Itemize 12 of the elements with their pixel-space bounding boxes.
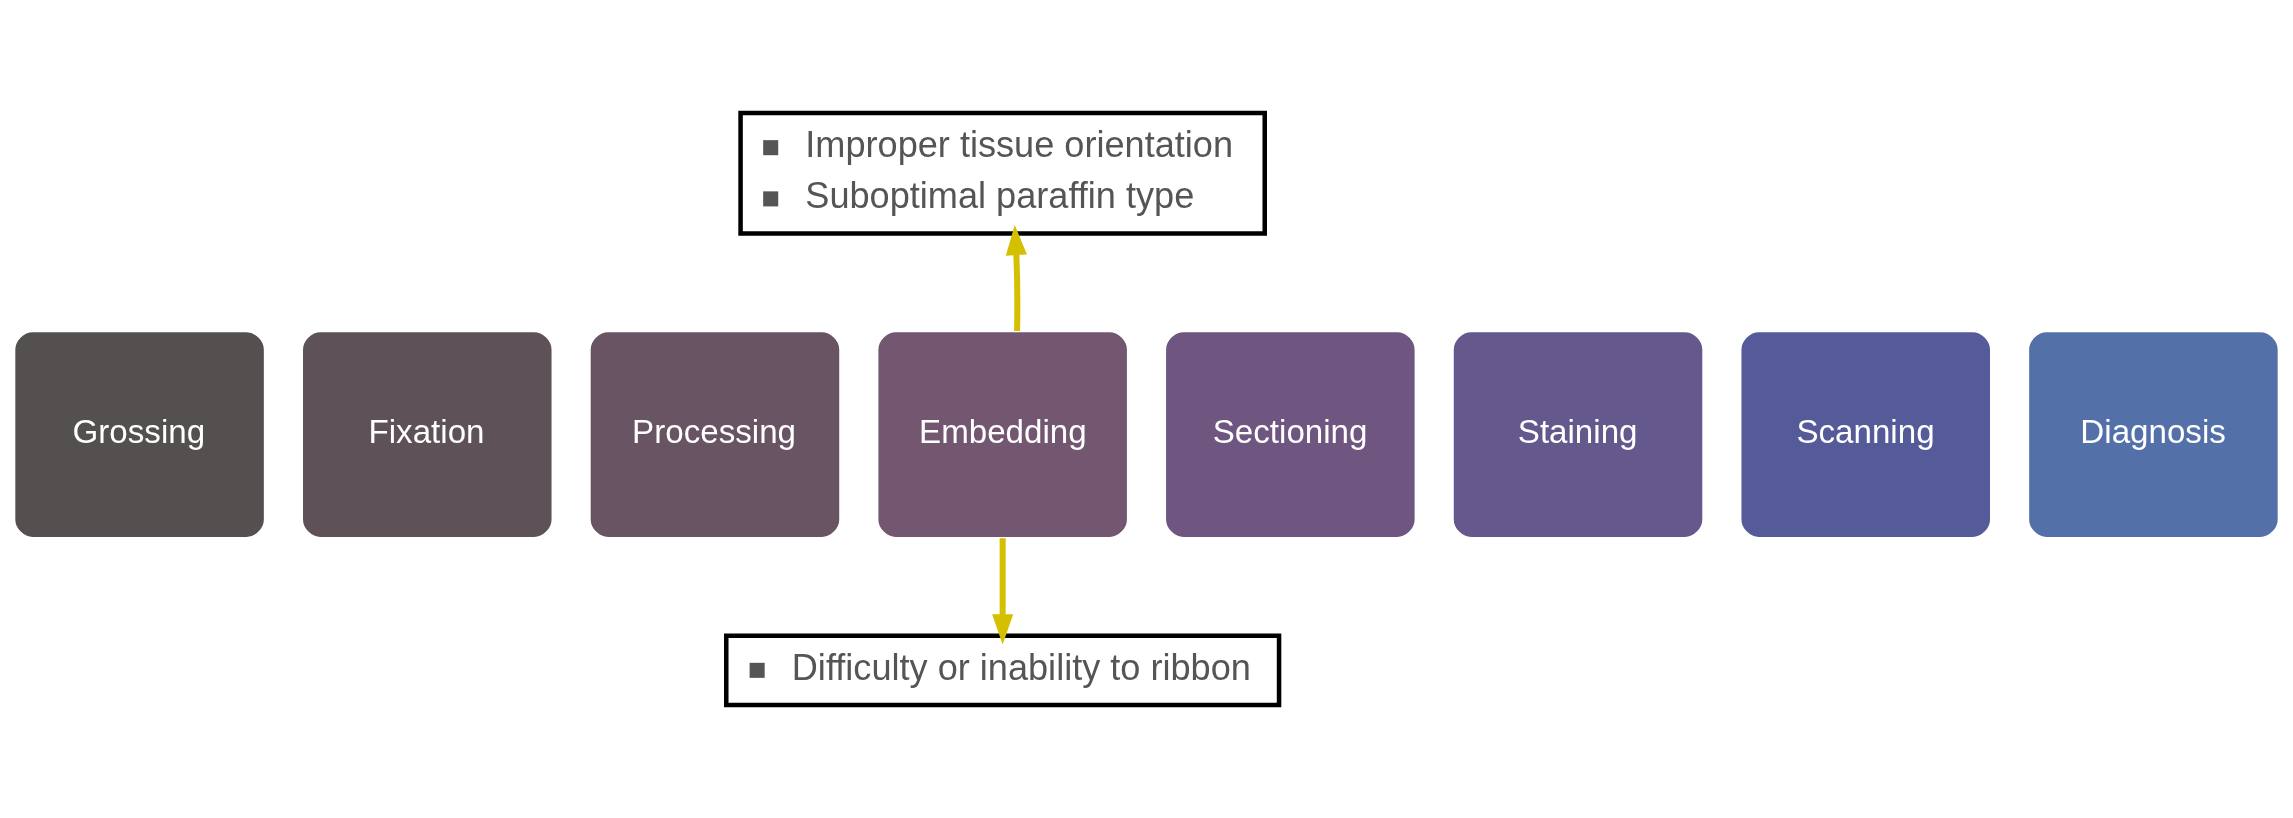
node-box: Improper tissue orientation Suboptimal paraffin type [738, 110, 1267, 236]
node-box: Sectioning [1164, 330, 1417, 539]
node-box: Embedding [876, 330, 1129, 539]
node-box: Staining [1452, 330, 1704, 539]
node-box: Scanning [1739, 330, 1992, 539]
arrow [992, 538, 1014, 645]
node-box: Grossing [13, 330, 266, 539]
node-box: Difficulty or inability to ribbon [724, 633, 1282, 708]
node-box: Fixation [301, 330, 554, 539]
node-box: Diagnosis [2027, 330, 2280, 539]
arrow [1005, 224, 1027, 332]
node-box: Processing [589, 330, 841, 539]
